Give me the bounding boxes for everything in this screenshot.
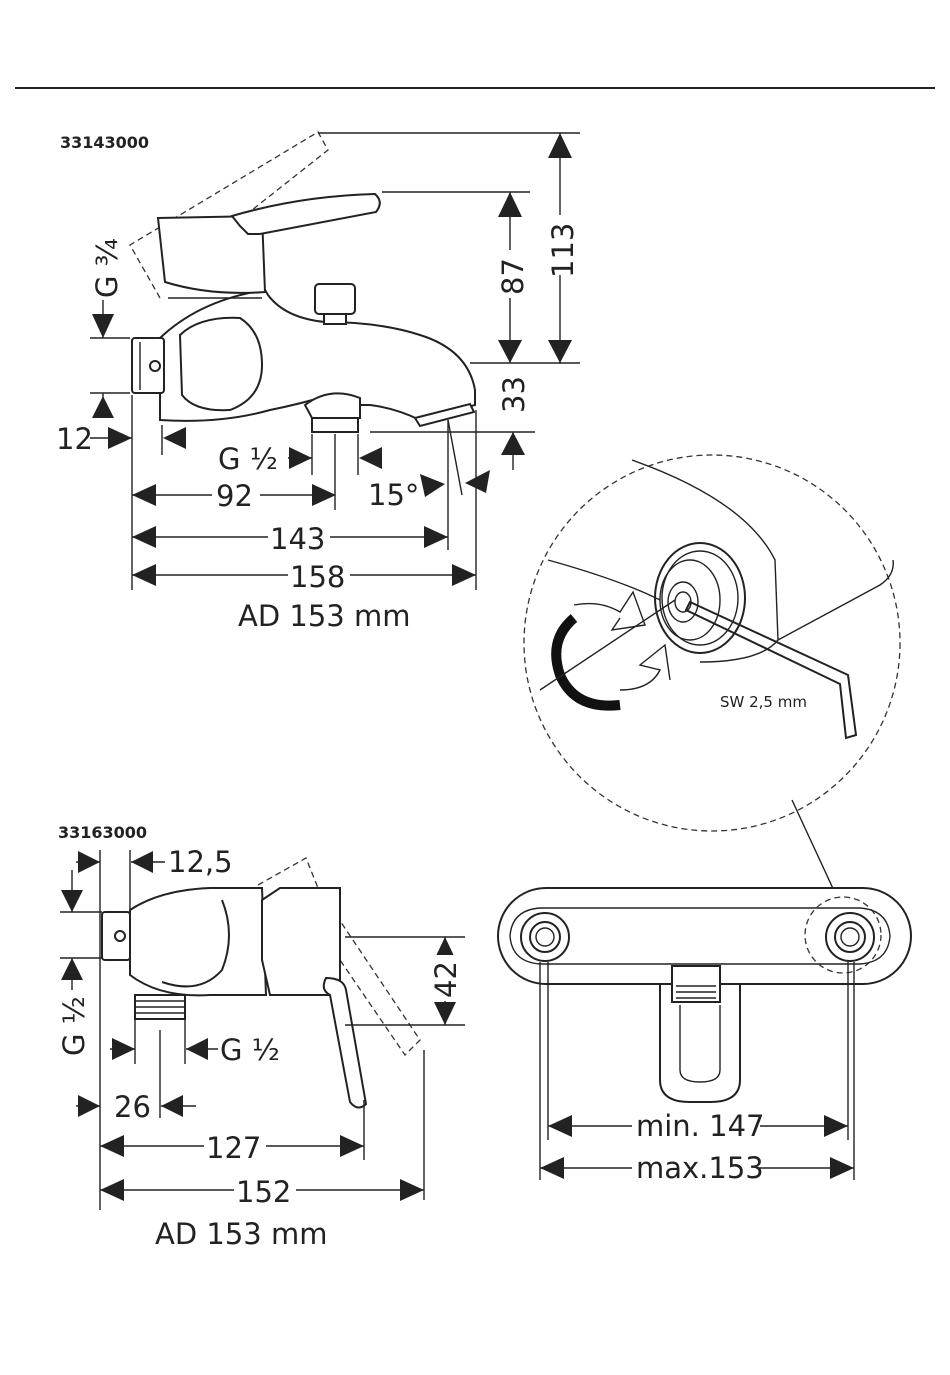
dim-12: 12 bbox=[56, 422, 93, 456]
bath-mixer-side-view bbox=[130, 132, 475, 432]
dim-angle-15: 15° bbox=[368, 478, 419, 512]
hex-key-size-label: SW 2,5 mm bbox=[720, 693, 807, 711]
dim-g34: G ¾ bbox=[90, 238, 124, 298]
dim-42: 42 bbox=[429, 961, 463, 998]
ad-153-label-1: AD 153 mm bbox=[238, 599, 410, 633]
dim-min-147: min. 147 bbox=[636, 1109, 764, 1143]
ad-153-label-2: AD 153 mm bbox=[155, 1217, 327, 1251]
shower-mixer-side-view bbox=[102, 858, 420, 1108]
product-code-33143000: 33143000 bbox=[60, 133, 149, 152]
dim-g12: G ½ bbox=[218, 442, 278, 476]
dim-127: 127 bbox=[206, 1131, 261, 1165]
dim-g12-bottom: G ½ bbox=[220, 1033, 280, 1067]
dim-max-153: max.153 bbox=[636, 1151, 764, 1185]
dim-113: 113 bbox=[546, 223, 580, 278]
dim-12-5: 12,5 bbox=[168, 845, 233, 879]
dim-158: 158 bbox=[290, 560, 345, 594]
dim-26: 26 bbox=[114, 1090, 151, 1124]
product-code-33163000: 33163000 bbox=[58, 823, 147, 842]
dim-143: 143 bbox=[270, 522, 325, 556]
dim-g12-side: G ½ bbox=[57, 996, 91, 1056]
shower-mixer-top-view bbox=[498, 888, 911, 1102]
cartridge-detail: SW 2,5 mm bbox=[524, 455, 900, 895]
dim-92: 92 bbox=[216, 479, 253, 513]
dim-33: 33 bbox=[497, 376, 531, 413]
dim-87: 87 bbox=[496, 258, 530, 295]
dim-152: 152 bbox=[236, 1175, 291, 1209]
